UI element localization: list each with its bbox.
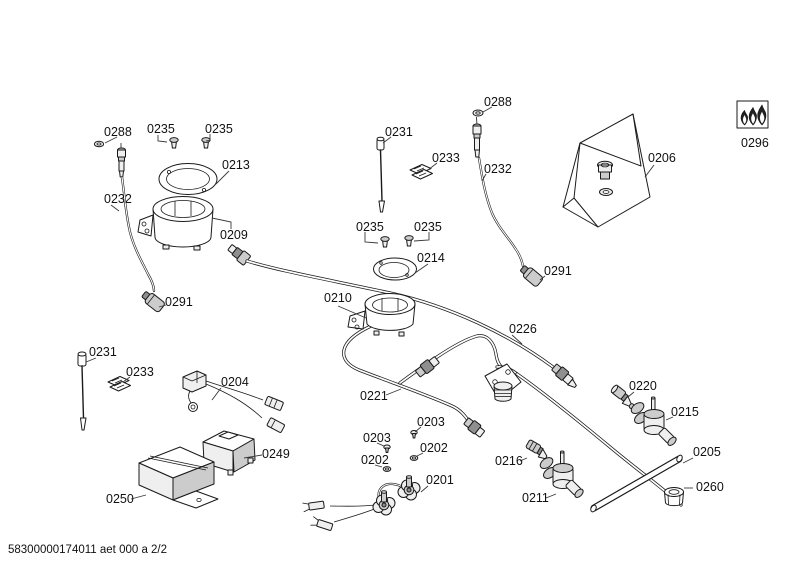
part-label-0233-b: 0233 [126,365,154,379]
flame-icon [740,104,767,126]
part-label-0235-a: 0235 [147,122,175,136]
part-label-0226: 0226 [509,322,537,336]
part-plug-connector-0291-left [141,291,165,313]
part-screw-0235-d [404,235,414,247]
part-washer-0202-b [382,466,392,472]
part-inline-fitting-f1 [415,356,440,378]
part-electrode-0231-top [376,136,385,213]
part-label-0249: 0249 [262,447,290,461]
mount-clover-2 [397,475,421,501]
part-label-0232-a: 0232 [104,192,132,206]
part-plug-connector-0291-right [520,265,544,287]
flame-symbol-box-0296 [736,100,769,129]
document-code: 58300000174011 aet 000 a 2/2 [8,544,167,556]
part-label-0204: 0204 [221,375,249,389]
part-label-0231-a: 0231 [385,125,413,139]
part-loop-pipe-0221 [342,324,472,425]
part-burner-body-0210 [347,293,416,337]
leader-lines [85,106,694,500]
part-pipe-elbow-fitting [227,244,251,266]
part-label-0235-b: 0235 [205,122,233,136]
part-clip-0233-bottom [107,376,131,392]
part-thermocouple-0232-right [472,116,525,268]
part-outlet-pipe-b [515,372,683,507]
part-end-fitting-f3 [463,417,485,438]
part-label-0233-a: 0233 [432,151,460,165]
part-burner-ring-0214 [373,257,417,281]
part-label-0201: 0201 [426,473,454,487]
part-plug-fitting-0216 [525,439,548,460]
part-label-0231-b: 0231 [89,345,117,359]
part-screw-0235-b [201,137,211,149]
part-label-0206: 0206 [648,151,676,165]
part-label-0203-b: 0203 [363,431,391,445]
part-label-0260: 0260 [696,480,724,494]
part-screw-0203-b [383,444,391,453]
part-label-0288-b: 0288 [484,95,512,109]
part-clip-0233-top [409,164,433,180]
part-label-0250: 0250 [106,492,134,506]
part-compression-fitting-0226-end [551,363,577,388]
part-label-0210: 0210 [324,291,352,305]
part-number-labels: 0288 0235 0235 0213 0232 0209 0291 0231 … [89,95,769,506]
part-label-0232-b: 0232 [484,162,512,176]
part-gas-valve-0215 [630,396,677,446]
part-label-0202-b: 0202 [361,453,389,467]
part-label-0291-a: 0291 [165,295,193,309]
part-wiring-harness-0204 [182,370,285,433]
part-electrode-0231-bottom [77,351,87,431]
part-ignition-module-0249 [202,430,256,476]
mount-clover-1 [372,490,396,516]
part-label-0202-a: 0202 [420,441,448,455]
part-washer-0202-a [409,455,419,461]
part-label-0214: 0214 [417,251,445,265]
part-washer-0288-left [93,140,105,148]
part-tube-0205 [590,454,683,513]
part-nut-0260 [664,487,684,507]
part-burner-cup-0209 [137,196,214,251]
part-gas-valve-0211 [539,450,584,498]
part-label-0215: 0215 [671,405,699,419]
part-thermocouple-assembly-0201 [302,475,421,531]
part-label-0220: 0220 [629,379,657,393]
part-label-0203-a: 0203 [417,415,445,429]
part-label-0209: 0209 [220,228,248,242]
part-screw-0235-a [169,137,179,149]
part-label-0291-b: 0291 [544,264,572,278]
part-label-0216: 0216 [495,454,523,468]
part-burner-ring-0213 [158,163,218,195]
part-mounting-bracket-0250 [138,446,219,509]
part-screw-0203-a [410,430,418,439]
part-label-0235-c: 0235 [356,220,384,234]
part-nozzle-kit-bag-0206 [562,113,651,228]
part-thermocouple-0232-left [117,143,156,293]
part-label-0235-d: 0235 [414,220,442,234]
part-manifold-bracket [484,363,522,402]
part-label-0221: 0221 [360,389,388,403]
part-washer-0288-top [472,109,484,117]
part-label-0288-a: 0288 [104,125,132,139]
part-label-0205: 0205 [693,445,721,459]
part-screw-0235-c [380,236,390,248]
part-label-0296: 0296 [741,136,769,150]
part-label-0213: 0213 [222,158,250,172]
part-label-0211: 0211 [522,491,549,505]
